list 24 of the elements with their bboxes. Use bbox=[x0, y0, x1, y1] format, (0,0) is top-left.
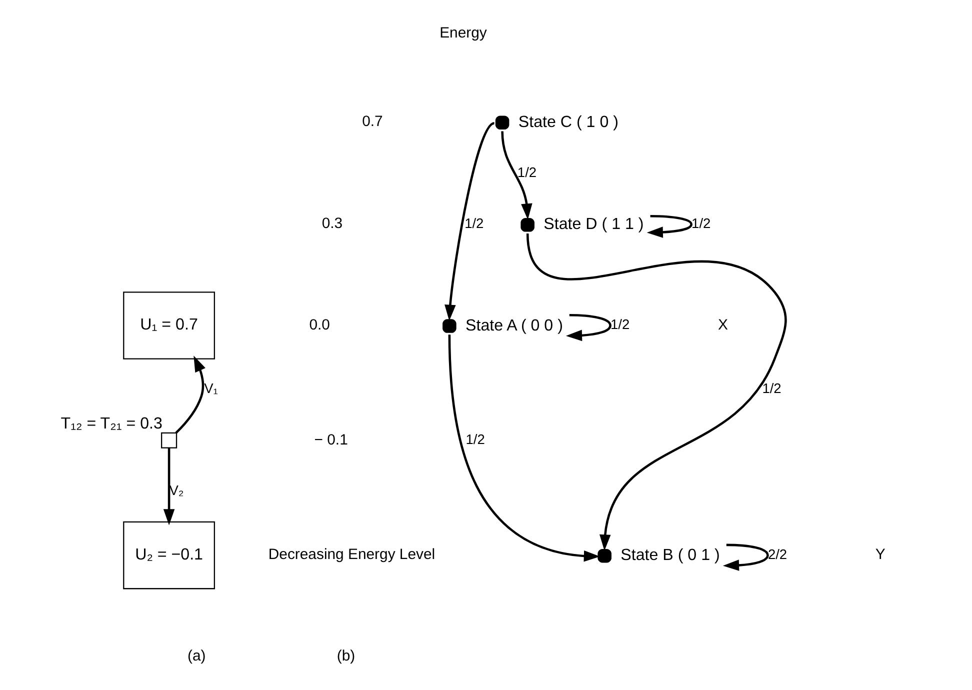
edge-label: 1/2 bbox=[464, 216, 484, 231]
node-label: State C ( 1 0 ) bbox=[518, 112, 618, 131]
label: 0.3 bbox=[321, 215, 342, 232]
label: Decreasing Energy Level bbox=[268, 546, 435, 564]
node-label: State B ( 0 1 ) bbox=[620, 546, 720, 564]
node-label: State A ( 0 0 ) bbox=[465, 316, 562, 334]
node-label: State D ( 1 1 ) bbox=[543, 215, 644, 234]
label: Energy bbox=[439, 24, 486, 42]
label: − 0.1 bbox=[314, 431, 348, 448]
label: (a) bbox=[187, 647, 206, 664]
node-label: T₁₂ = T₂₁ = 0.3 bbox=[60, 414, 162, 433]
edge-label: 1/2 bbox=[691, 216, 710, 231]
label: 0.7 bbox=[362, 112, 382, 130]
edge-label: 1/2 bbox=[516, 164, 536, 180]
edge-label: 2/2 bbox=[767, 546, 787, 562]
edge-label: 1/2 bbox=[762, 380, 781, 396]
edge-label: 1/2 bbox=[465, 432, 484, 447]
label: (b) bbox=[336, 647, 355, 664]
edge-label: V₁ bbox=[204, 380, 218, 396]
label: Y bbox=[874, 546, 885, 564]
edge-label: 1/2 bbox=[610, 317, 630, 332]
label: 0.0 bbox=[308, 316, 330, 334]
label: X bbox=[717, 316, 728, 334]
edge-label: V₂ bbox=[168, 483, 184, 498]
